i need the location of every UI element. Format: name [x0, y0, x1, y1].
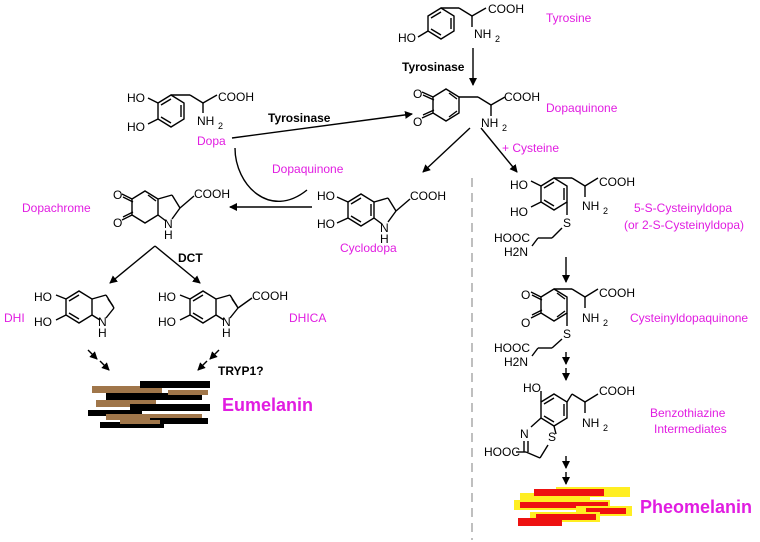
svg-text:HO: HO: [127, 120, 145, 134]
svg-text:2: 2: [495, 34, 500, 44]
svg-text:H2N: H2N: [504, 245, 528, 259]
svg-text:HO: HO: [158, 315, 176, 329]
svg-text:HO: HO: [510, 178, 528, 192]
pheomelanin-polymer-icon: [514, 487, 632, 526]
enzyme-tyrosinase-middle: Tyrosinase: [268, 111, 331, 125]
svg-text:N: N: [98, 315, 107, 329]
svg-text:HO: HO: [34, 315, 52, 329]
svg-text:H2N: H2N: [504, 355, 528, 369]
dopachrome-structure: O O COOH N H: [113, 187, 230, 242]
tyrosine-cooh: COOH: [488, 2, 524, 16]
label-cyclodopa: Cyclodopa: [340, 241, 397, 255]
svg-text:HO: HO: [317, 217, 335, 231]
tyrosine-structure: HO COOH NH 2: [398, 2, 524, 45]
enzyme-dct: DCT: [178, 251, 203, 265]
label-dhica: DHICA: [289, 311, 326, 325]
svg-text:H: H: [380, 232, 389, 246]
cyclodopa-structure: HO HO COOH N H: [317, 189, 446, 246]
svg-text:HO: HO: [317, 189, 335, 203]
svg-text:COOH: COOH: [504, 90, 540, 104]
svg-text:2: 2: [603, 318, 608, 328]
svg-text:S: S: [563, 327, 571, 341]
svg-text:H: H: [98, 326, 107, 340]
svg-text:O: O: [413, 87, 422, 101]
benzothiazine-structure: HO N S HOOC COOH NH 2: [484, 381, 635, 459]
enzyme-tryp1: TRYP1?: [218, 364, 264, 378]
enzyme-tyrosinase-top: Tyrosinase: [402, 60, 465, 74]
label-eumelanin: Eumelanin: [222, 395, 313, 415]
label-pheomelanin: Pheomelanin: [640, 497, 752, 517]
dopaquinone-structure: O O COOH NH 2: [413, 87, 540, 133]
svg-text:HOOC: HOOC: [494, 231, 530, 245]
svg-text:COOH: COOH: [218, 90, 254, 104]
svg-text:O: O: [413, 115, 422, 129]
svg-text:COOH: COOH: [599, 286, 635, 300]
label-benzothiazine-2: Intermediates: [654, 422, 727, 436]
svg-text:HO: HO: [510, 205, 528, 219]
svg-text:N: N: [222, 315, 231, 329]
svg-text:NH: NH: [582, 199, 599, 213]
svg-text:S: S: [548, 430, 556, 444]
dopa-structure: HO HO COOH NH 2: [127, 90, 254, 134]
cysteinyldopaquinone-structure: O O COOH NH 2 S HOOC H2N: [494, 286, 635, 369]
svg-text:O: O: [113, 216, 122, 230]
svg-text:HO: HO: [127, 91, 145, 105]
label-cysteinyldopa-1: 5-S-Cysteinyldopa: [634, 201, 732, 215]
svg-text:N: N: [380, 221, 389, 235]
label-cysteinyldopaquinone: Cysteinyldopaquinone: [630, 311, 748, 325]
svg-text:HO: HO: [34, 290, 52, 304]
svg-text:N: N: [520, 427, 529, 441]
svg-text:S: S: [563, 216, 571, 230]
tyrosine-nh2: NH: [474, 27, 491, 41]
label-dopaquinone: Dopaquinone: [546, 101, 618, 115]
svg-text:2: 2: [502, 123, 507, 133]
svg-text:COOH: COOH: [410, 189, 446, 203]
label-dhi: DHI: [4, 311, 25, 325]
svg-text:O: O: [521, 288, 530, 302]
svg-text:HO: HO: [523, 381, 541, 395]
cysteinyldopa-structure: HO HO COOH NH 2 S HOOC H2N: [494, 175, 635, 259]
svg-text:NH: NH: [582, 311, 599, 325]
svg-text:COOH: COOH: [194, 187, 230, 201]
svg-text:NH: NH: [481, 116, 498, 130]
label-dopaquinone-cofactor: Dopaquinone: [272, 162, 344, 176]
svg-text:NH: NH: [197, 114, 214, 128]
dhi-structure: HO HO N H: [34, 290, 115, 340]
label-dopachrome: Dopachrome: [22, 201, 91, 215]
svg-text:O: O: [521, 316, 530, 330]
svg-text:2: 2: [603, 206, 608, 216]
svg-text:COOH: COOH: [599, 384, 635, 398]
svg-text:HO: HO: [158, 290, 176, 304]
svg-text:H: H: [222, 326, 231, 340]
label-cysteinyldopa-2: (or 2-S-Cysteinyldopa): [624, 218, 744, 232]
svg-text:HOOC: HOOC: [484, 445, 520, 459]
svg-text:NH: NH: [582, 416, 599, 430]
tyrosine-ho: HO: [398, 31, 416, 45]
svg-text:O: O: [113, 188, 122, 202]
svg-text:HOOC: HOOC: [494, 341, 530, 355]
label-plus-cysteine: + Cysteine: [502, 141, 559, 155]
label-tyrosine: Tyrosine: [546, 11, 592, 25]
label-benzothiazine-1: Benzothiazine: [650, 406, 726, 420]
svg-text:COOH: COOH: [599, 175, 635, 189]
eumelanin-polymer-icon: [88, 381, 210, 428]
svg-text:COOH: COOH: [252, 289, 288, 303]
label-dopa: Dopa: [197, 134, 226, 148]
svg-text:2: 2: [603, 423, 608, 433]
svg-text:N: N: [164, 217, 173, 231]
svg-text:2: 2: [218, 121, 223, 131]
dhica-structure: HO HO COOH N H: [158, 289, 288, 340]
svg-text:H: H: [164, 228, 173, 242]
